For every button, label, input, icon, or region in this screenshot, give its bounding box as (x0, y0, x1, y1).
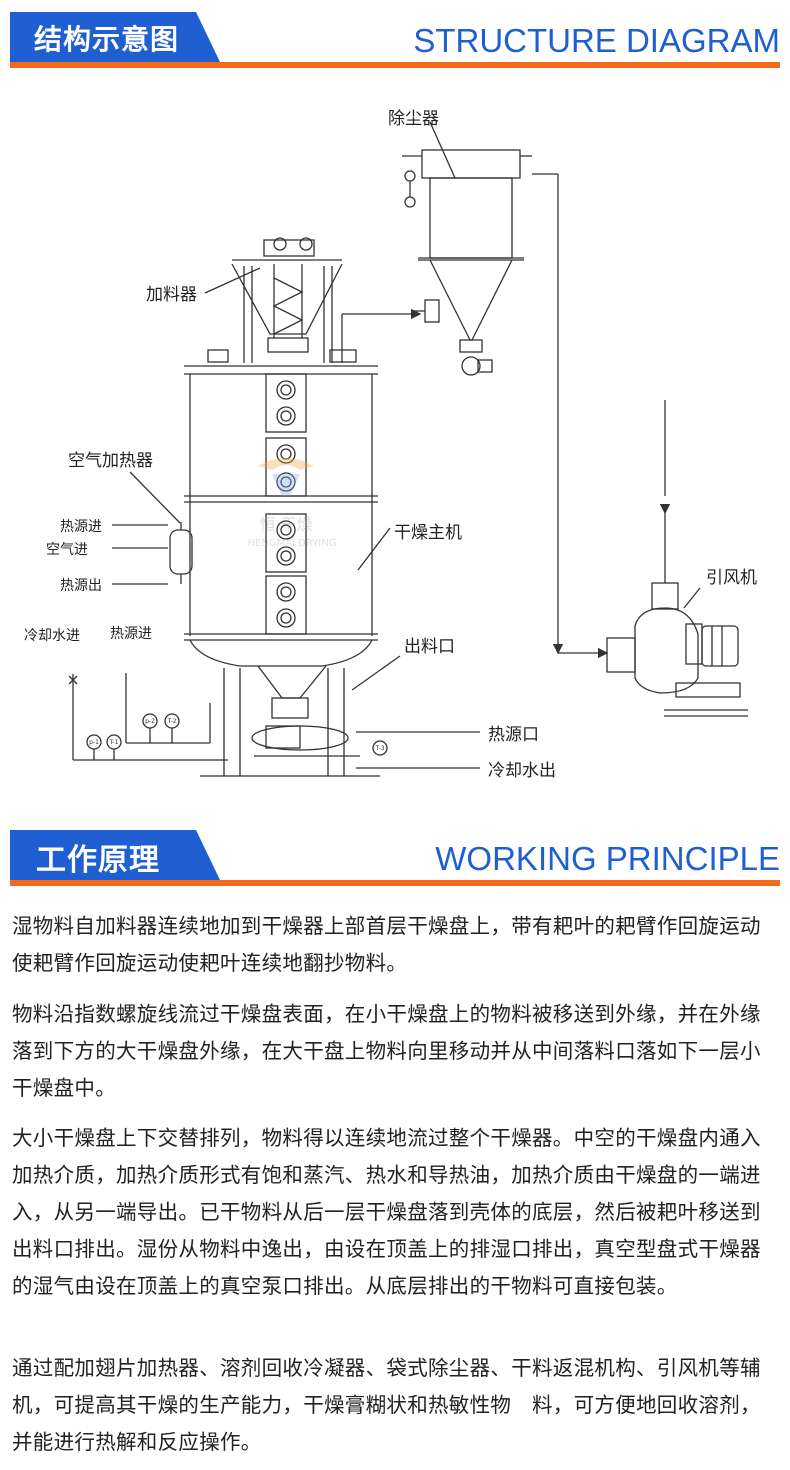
structure-diagram: p-2 T-2 p-1 T-1 T-3 恒 干燥 HENGMAI DRYING … (24, 109, 757, 781)
dust-collector-unit (402, 149, 532, 376)
structure-title-cn: 结构示意图 (34, 23, 180, 56)
principle-paragraph-2: 物料沿指数螺旋线流过干燥盘表面，在小干燥盘上的物料被移送到外缘，并在外缘落到下方… (12, 1002, 761, 1100)
label-discharge: 出料口 (404, 637, 455, 657)
brand-watermark: 恒 干燥 HENGMAI DRYING (248, 458, 337, 549)
label-feeder: 加料器 (146, 285, 197, 305)
label-cooling-in: 冷却水进 (24, 628, 80, 644)
structure-title-en: STRUCTURE DIAGRAM (413, 22, 780, 59)
watermark-en: HENGMAI DRYING (248, 538, 337, 549)
working-header-divider (10, 880, 780, 886)
label-heat-out: 热源出 (60, 578, 102, 594)
instrument-tag-p2: p-2 (145, 718, 155, 725)
instrument-tag-p1: p-1 (89, 739, 99, 746)
instrument-tag-t1: T-1 (108, 739, 118, 746)
label-main-dryer: 干燥主机 (394, 523, 462, 543)
principle-paragraph-1: 湿物料自加料器连续地加到干燥器上部首层干燥盘上，带有耙叶的耙臂作回旋运动使耙臂作… (12, 914, 761, 975)
main-dryer-body (184, 365, 378, 719)
label-fan: 引风机 (706, 568, 757, 588)
principle-paragraph-4: 通过配加翅片加热器、溶剂回收冷凝器、袋式除尘器、干料返混机构、引风机等辅机，可提… (12, 1356, 761, 1454)
label-air-in: 空气进 (46, 542, 88, 558)
working-header: 工作原理 WORKING PRINCIPLE (0, 830, 790, 894)
induced-fan-unit (606, 400, 748, 717)
watermark-cn: 恒 干燥 (259, 515, 312, 534)
working-title-cn: 工作原理 (36, 843, 160, 878)
label-heat-port: 热源口 (488, 725, 539, 745)
structure-header-divider (10, 62, 780, 68)
label-heat-in-bottom: 热源进 (110, 626, 152, 642)
structure-header: 结构示意图 STRUCTURE DIAGRAM (0, 12, 790, 76)
structure-title-tab: 结构示意图 (10, 12, 220, 62)
feeder-unit (231, 237, 343, 363)
label-cooling-out: 冷却水出 (488, 761, 556, 781)
label-dust-collector: 除尘器 (388, 109, 439, 129)
working-title-en: WORKING PRINCIPLE (435, 840, 780, 877)
principle-paragraph-3: 大小干燥盘上下交替排列，物料得以连续地流过整个干燥器。中空的干燥盘内通入加热介质… (12, 1126, 761, 1298)
label-air-heater: 空气加热器 (68, 451, 153, 471)
instrument-tag-t3: T-3 (374, 745, 384, 752)
label-heat-in: 热源进 (60, 519, 102, 535)
instrument-tag-t2: T-2 (166, 718, 176, 725)
working-title-tab: 工作原理 (10, 830, 220, 880)
air-heater-unit (169, 522, 193, 584)
